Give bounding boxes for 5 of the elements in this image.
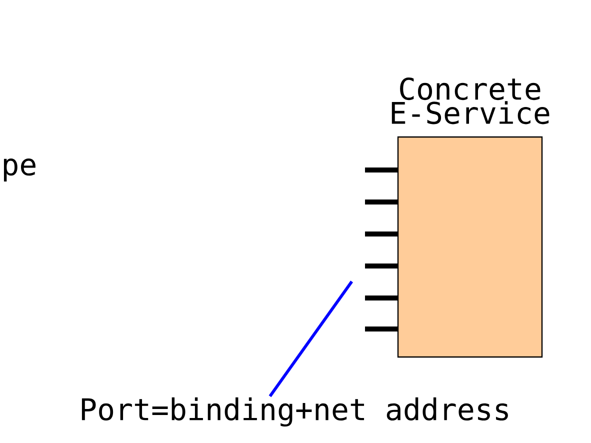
cut-off-text: pe xyxy=(4,158,36,182)
port-label: Port=binding+net address xyxy=(82,397,508,427)
leader-line xyxy=(268,280,354,398)
port-stubs-drawing xyxy=(365,168,398,332)
block-heading: Concrete E-Service xyxy=(392,77,550,124)
